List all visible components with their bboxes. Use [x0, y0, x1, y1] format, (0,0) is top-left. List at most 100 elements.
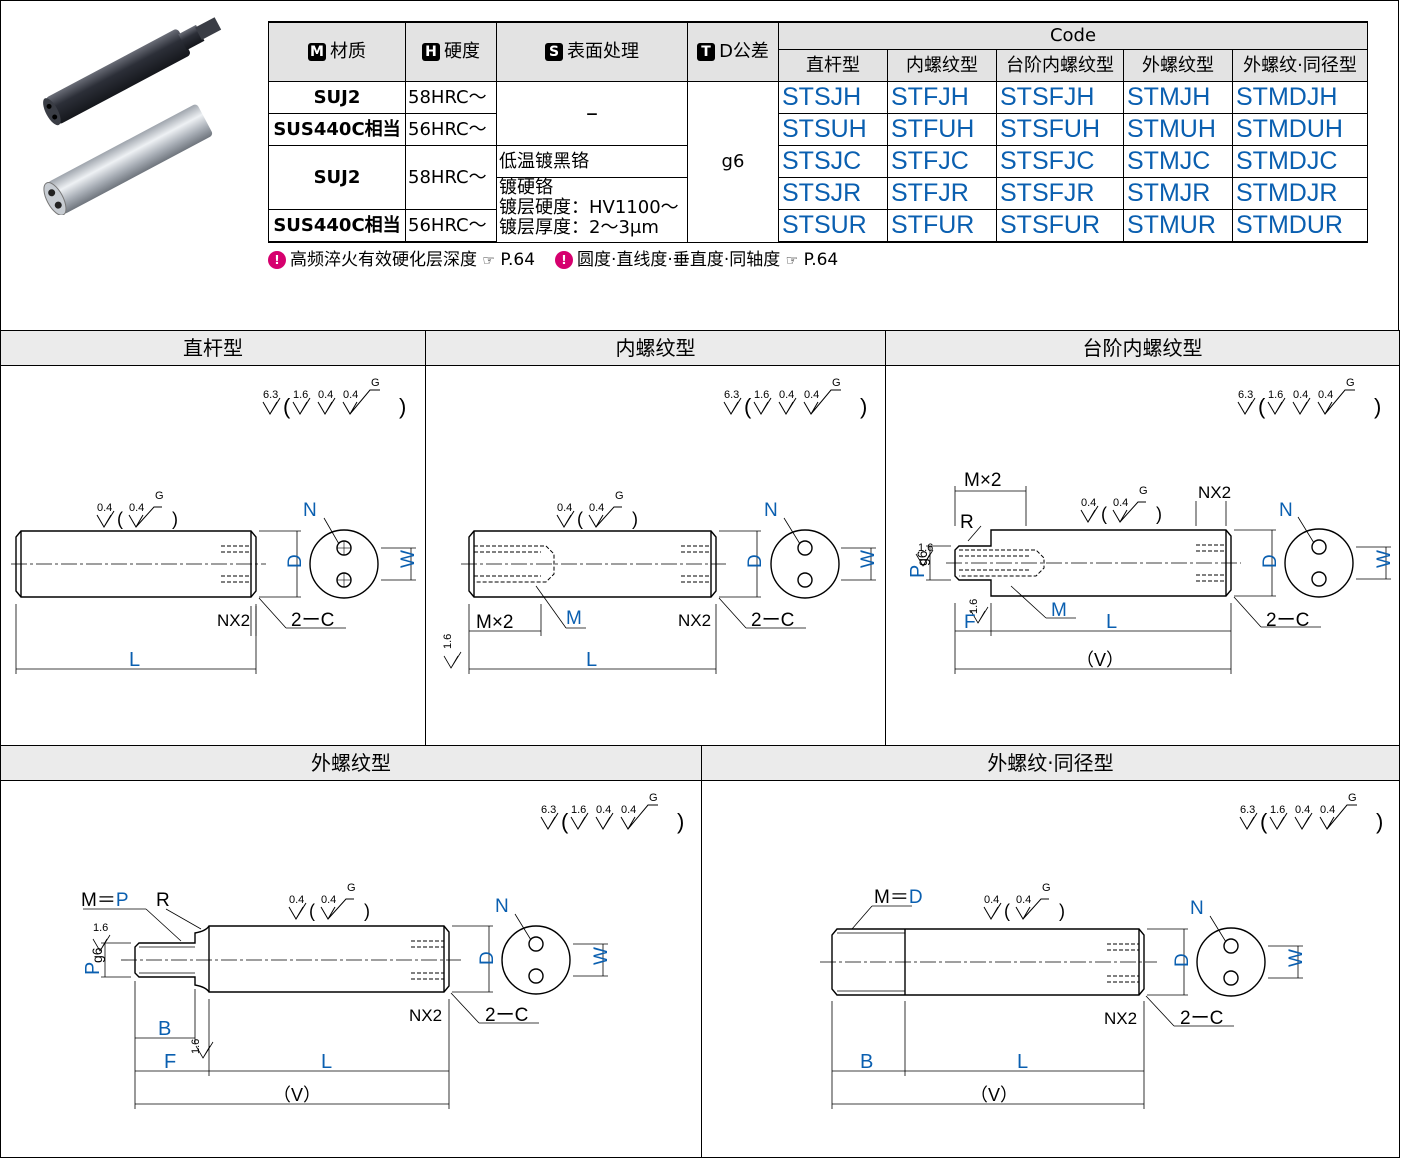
svg-text:0.4: 0.4: [589, 502, 604, 514]
label-NX2: NX2: [409, 1006, 442, 1025]
note-geometric-tolerance[interactable]: !圆度·直线度·垂直度·同轴度 ☞ P.64: [555, 245, 838, 270]
label-R: R: [960, 512, 974, 533]
shaft-finish-symbol: 0.4 ( 0.4 G ): [1080, 485, 1162, 524]
panel-internal: 内螺纹型 6.3 ( 1.6 0.4 0.4 G ) 0.4 ( 0.4 G ): [425, 330, 886, 746]
panel-straight: 直杆型 6.3 ( 1.6 0.4 0.4 G ) 0.4 ( 0.4 G ): [0, 330, 426, 746]
svg-text:): ): [1374, 394, 1381, 419]
dim-B: B: [158, 1018, 171, 1040]
panel-title: 内螺纹型: [426, 331, 885, 366]
dim-L: L: [1106, 611, 1117, 633]
hardness-cell: 58HRC～: [405, 81, 497, 114]
svg-text:0.4: 0.4: [984, 894, 999, 906]
svg-text:0.4: 0.4: [343, 389, 358, 401]
dim-W: W: [1374, 550, 1395, 568]
code-type: 外螺纹型: [1123, 49, 1233, 82]
end-view: [1284, 516, 1391, 598]
dim-D: D: [1172, 953, 1193, 967]
label-MX2: M×2: [964, 470, 1002, 491]
panel-external: 外螺纹型 6.3 ( 1.6 0.4 0.4 G ) 0.4 ( 0.4 G ): [0, 745, 702, 1158]
label-chamfer: 2ーC: [1180, 1008, 1223, 1029]
label-N: N: [764, 500, 778, 521]
svg-text:0.4: 0.4: [621, 804, 636, 816]
end-view: [501, 913, 608, 995]
svg-text:): ): [1376, 809, 1383, 834]
drawing-straight: 6.3 ( 1.6 0.4 0.4 G ) 0.4 ( 0.4 G ): [11, 377, 419, 674]
code-cell: STFUR: [887, 209, 997, 243]
tol-g6: g6: [914, 550, 930, 566]
dim-L: L: [586, 649, 597, 671]
svg-text:0.4: 0.4: [1016, 894, 1031, 906]
pin-product-photo: [43, 17, 222, 215]
svg-text:G: G: [649, 792, 658, 804]
dim-D: D: [285, 554, 306, 568]
dim-D: D: [745, 554, 766, 568]
panel-stepped: 台阶内螺纹型 6.3 ( 1.6 0.4 0.4 G ) 0.4 ( 0.4 G…: [885, 330, 1400, 746]
svg-text:(: (: [1258, 394, 1266, 419]
label-N: N: [1279, 500, 1293, 521]
svg-text:): ): [399, 394, 406, 419]
dim-V: （V）: [1076, 650, 1124, 670]
svg-text:1.6: 1.6: [293, 389, 308, 401]
label-NX2: NX2: [678, 611, 711, 630]
drawing-internal: 6.3 ( 1.6 0.4 0.4 G ) 0.4 ( 0.4 G ): [442, 377, 879, 674]
drawing-external-same: 6.3 ( 1.6 0.4 0.4 G ) 0.4 ( 0.4 G ): [820, 792, 1383, 1109]
code-cell: STMJC: [1123, 145, 1233, 178]
note-hardening-depth[interactable]: !高频淬火有效硬化层深度 ☞ P.64: [268, 245, 535, 270]
step-finish: 1.6: [918, 542, 933, 554]
panel-title: 外螺纹型: [1, 746, 701, 781]
panel-title: 直杆型: [1, 331, 425, 366]
svg-text:(: (: [744, 394, 752, 419]
label-N: N: [495, 896, 509, 917]
svg-text:): ): [364, 901, 370, 921]
svg-text:): ): [677, 809, 684, 834]
svg-text:6.3: 6.3: [1240, 804, 1255, 816]
end-view: [1196, 915, 1303, 997]
svg-text:0.4: 0.4: [129, 502, 144, 514]
surface-cell: –: [496, 81, 688, 146]
dim-L: L: [129, 649, 140, 671]
end-finish: 1.6: [442, 634, 454, 649]
pin-body: [946, 529, 1241, 597]
code-cell: STSFUR: [996, 209, 1124, 243]
end-view: [770, 517, 876, 599]
hardness-cell: 56HRC～: [405, 209, 497, 243]
hardness-cell: 56HRC～: [405, 113, 497, 146]
pointing-hand-icon: ☞: [785, 253, 799, 269]
shaft-finish-symbol: 0.4 ( 0.4 G ): [556, 490, 638, 529]
dimensions: [443, 530, 806, 674]
code-cell: STMUH: [1123, 113, 1233, 146]
svg-text:0.4: 0.4: [1318, 389, 1333, 401]
code-cell: STMJH: [1123, 81, 1233, 114]
step-end-finish: 1.6: [968, 599, 980, 614]
svg-text:1.6: 1.6: [754, 389, 769, 401]
label-NX2: NX2: [217, 611, 250, 630]
pin-body: [461, 530, 726, 598]
code-type: 内螺纹型: [887, 49, 997, 82]
label-NX2: NX2: [1104, 1009, 1137, 1028]
info-pin-icon: !: [268, 251, 286, 269]
svg-text:(: (: [1260, 809, 1268, 834]
code-cell: STSJH: [778, 81, 888, 114]
drawing-stepped: 6.3 ( 1.6 0.4 0.4 G ) 0.4 ( 0.4 G ): [907, 377, 1395, 674]
dim-D: D: [1260, 554, 1281, 568]
pin-body: [11, 530, 266, 598]
code-cell: STSUH: [778, 113, 888, 146]
svg-text:0.4: 0.4: [804, 389, 819, 401]
label-N: N: [1190, 898, 1204, 919]
code-cell: STSJC: [778, 145, 888, 178]
surface-cell: 低温镀黑铬: [496, 145, 688, 178]
label-MX2: M×2: [476, 612, 514, 633]
pin-body: [121, 925, 461, 993]
panel-title: 台阶内螺纹型: [886, 331, 1399, 366]
dim-W: W: [591, 947, 612, 965]
dim-F: F: [164, 1051, 176, 1073]
svg-text:0.4: 0.4: [779, 389, 794, 401]
surface-finish-symbol: 6.3 ( 1.6 0.4 0.4 G ): [1237, 377, 1381, 419]
surface-finish-symbol: 6.3 ( 1.6 0.4 0.4 G ): [262, 377, 406, 419]
svg-text:(: (: [117, 509, 123, 529]
label-chamfer: 2ーC: [291, 610, 334, 631]
dim-L: L: [1017, 1051, 1028, 1073]
